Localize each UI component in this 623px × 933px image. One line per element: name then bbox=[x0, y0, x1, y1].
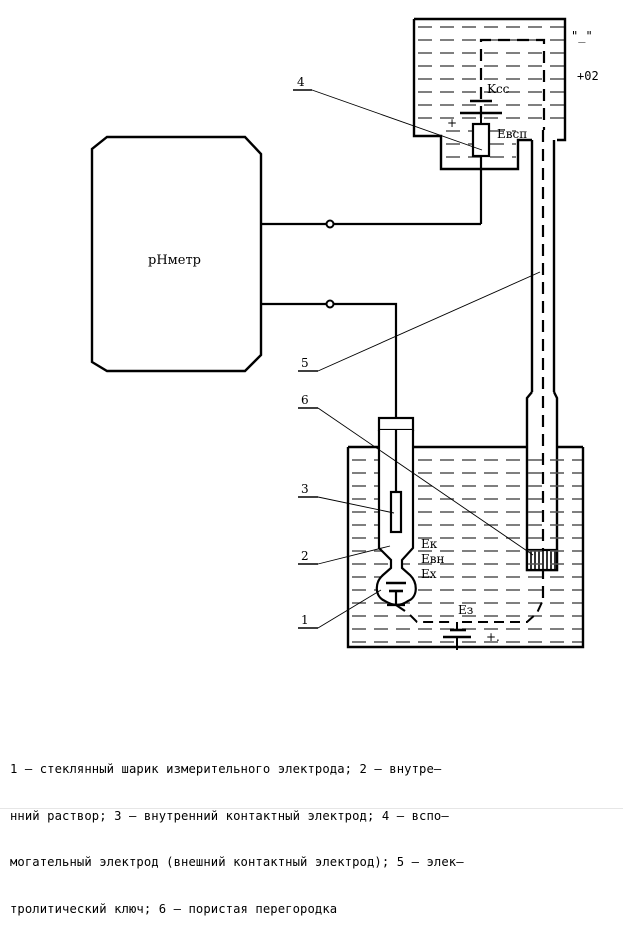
label-plus-bottom: +. bbox=[486, 630, 500, 644]
figure-caption: 1 – стеклянный шарик измерительного элек… bbox=[10, 731, 620, 933]
label-plus-aux: + bbox=[447, 116, 457, 130]
aux-vessel-outline bbox=[412, 17, 567, 171]
label-ez: Eз bbox=[458, 603, 473, 617]
auxiliary-vessel: Kсс + Eвсп "_" +02 bbox=[412, 17, 599, 224]
callout-6: 6 bbox=[301, 393, 309, 407]
label-kss: Kсс bbox=[487, 82, 510, 96]
caption-line: могательный электрод (внешний контактный… bbox=[10, 855, 464, 869]
callout-3: 3 bbox=[301, 482, 309, 496]
callout-5: 5 bbox=[301, 356, 309, 370]
test-vessel bbox=[346, 445, 585, 649]
ph-meter: рНметр bbox=[90, 135, 263, 373]
measuring-electrode bbox=[375, 416, 417, 612]
callout-1: 1 bbox=[301, 613, 309, 627]
caption-line: тролитический ключ; 6 – пористая перегор… bbox=[10, 901, 338, 916]
electrolytic-key bbox=[525, 130, 559, 600]
label-plus02: +02 bbox=[577, 69, 599, 83]
test-liquid-hatch bbox=[352, 459, 582, 643]
wires bbox=[261, 222, 481, 418]
auxiliary-electrode-evsp bbox=[471, 122, 491, 158]
divider bbox=[0, 808, 623, 809]
terminal-top bbox=[325, 219, 335, 229]
terminal-bottom bbox=[325, 299, 335, 309]
callout-2: 2 bbox=[301, 549, 309, 563]
label-evn: Eвн bbox=[421, 552, 445, 566]
ph-measurement-circuit-diagram: Kсс + Eвсп "_" +02 рНметр bbox=[90, 17, 599, 650]
label-evsp: Eвсп bbox=[497, 127, 527, 141]
ph-meter-label: рНметр bbox=[148, 253, 201, 268]
label-ex: Ex bbox=[421, 567, 437, 581]
callouts bbox=[293, 89, 541, 629]
salt-bridge-inner-path-top bbox=[479, 38, 546, 130]
label-ek: Eк bbox=[421, 537, 438, 551]
wire-to-measuring-electrode bbox=[261, 302, 398, 418]
ez-return-path bbox=[409, 599, 544, 623]
callout-4: 4 bbox=[297, 75, 305, 89]
caption-line: нний раствор; 3 – внутренний контактный … bbox=[10, 808, 449, 823]
porous-partition bbox=[525, 548, 559, 572]
label-minus-quote: "_" bbox=[571, 29, 593, 43]
caption-line: 1 – стеклянный шарик измерительного элек… bbox=[10, 762, 442, 776]
